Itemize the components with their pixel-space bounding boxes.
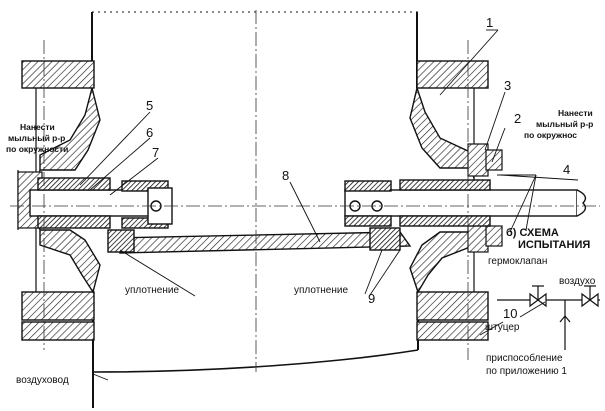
callout-6: 6 <box>146 125 153 140</box>
seal-left-label: уплотнение <box>125 285 179 296</box>
device-label-line2: по приложению 1 <box>486 366 567 377</box>
leader-lines <box>79 29 579 381</box>
valve-label: гермоклапан <box>488 256 547 267</box>
callout-3: 3 <box>504 78 511 93</box>
soap-left-line3: по окружности <box>6 144 68 154</box>
scheme-title-line1: б) СХЕМА <box>506 227 559 239</box>
damper-plate <box>107 227 412 254</box>
labels: Нанести мыльный р-р по окружности Нанест… <box>6 108 596 386</box>
seal-right-label: уплотнение <box>294 285 348 296</box>
device-label-line1: приспособление <box>486 352 563 364</box>
soap-right-line2: мыльный р-р <box>536 119 593 129</box>
callout-10: 10 <box>503 306 517 321</box>
callout-5: 5 <box>146 98 153 113</box>
axle <box>29 177 173 229</box>
fitting-label: штуцер <box>485 322 520 333</box>
axle-right <box>344 179 587 227</box>
callout-4: 4 <box>563 162 570 177</box>
callout-8: 8 <box>282 168 289 183</box>
callout-2: 2 <box>514 111 521 126</box>
callout-9: 9 <box>368 291 375 306</box>
centerlines <box>10 10 600 372</box>
right-upper-flange <box>409 60 489 169</box>
left-lower-flange <box>21 229 101 341</box>
right-lower-flange <box>409 231 489 341</box>
callout-1: 1 <box>486 15 493 30</box>
soap-right-line1: Нанести <box>558 108 593 118</box>
callout-7: 7 <box>152 145 159 160</box>
soap-left-line2: мыльный р-р <box>8 133 65 143</box>
soap-left-line1: Нанести <box>20 122 55 132</box>
duct-label: воздуховод <box>16 375 69 386</box>
lower-duct <box>92 320 419 408</box>
scheme-title-line2: ИСПЫТАНИЯ <box>518 239 590 251</box>
callout-numbers: 1 2 3 4 5 6 7 8 9 10 <box>146 15 570 321</box>
soap-right-line3: по окружнос <box>524 130 577 140</box>
air-label: воздухо <box>559 276 596 287</box>
